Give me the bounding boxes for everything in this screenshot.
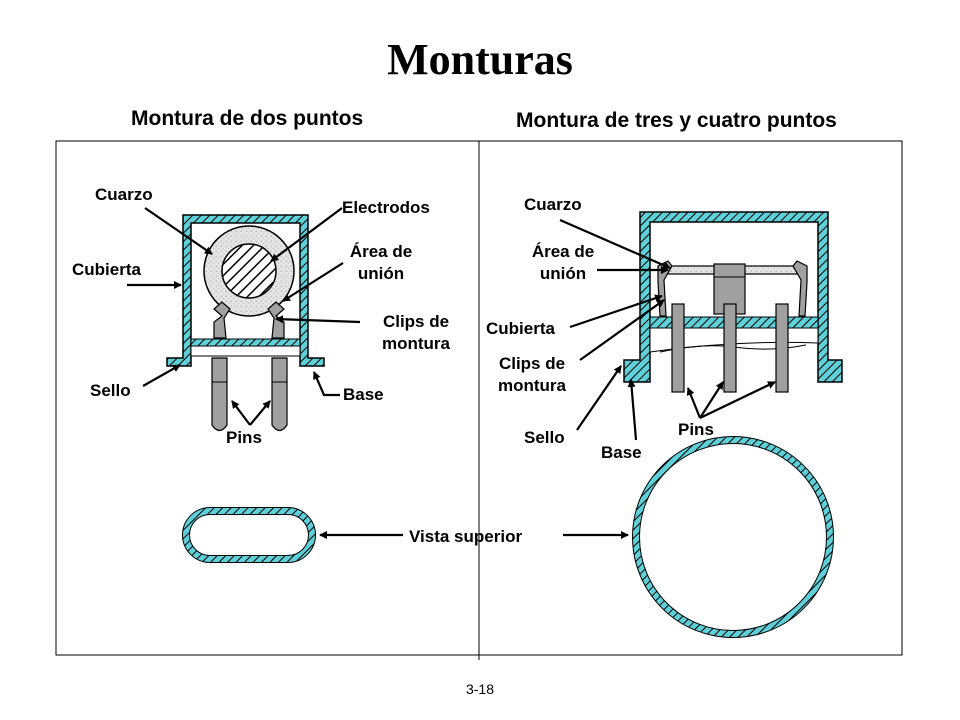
pin-left-a — [211, 357, 228, 432]
page-number: 3-18 — [465, 681, 495, 697]
pin-right-c — [775, 303, 789, 393]
label-top-view: Vista superior — [409, 527, 523, 546]
label-seal-left: Sello — [90, 381, 131, 400]
label-base-left: Base — [343, 385, 384, 404]
pin-right-b — [723, 303, 737, 393]
top-view-oval — [182, 507, 316, 563]
multi-point-mount-heading: Montura de tres y cuatro puntos — [516, 109, 837, 132]
label-seal-right: Sello — [524, 428, 565, 447]
label-mount-clips-left: Clips de montura — [382, 312, 450, 353]
label-base-right: Base — [601, 443, 642, 462]
label-quartz-right: Cuarzo — [524, 195, 582, 214]
cover-left — [166, 214, 325, 367]
two-point-mount-drawing — [127, 207, 361, 432]
label-pins-left: Pins — [226, 428, 262, 447]
label-electrodes-left: Electrodos — [342, 198, 430, 217]
label-cover-left: Cubierta — [72, 260, 141, 279]
label-bond-area-right: Área de unión — [531, 242, 595, 283]
page-title: Monturas — [387, 35, 573, 84]
label-bond-area-left: Área de unión — [349, 242, 413, 283]
clip-left-a — [213, 301, 231, 339]
pin-left-b — [271, 357, 288, 432]
label-mount-clips-right: Clips de montura — [498, 354, 566, 395]
label-cover-right: Cubierta — [486, 319, 555, 338]
multi-point-mount-drawing — [559, 211, 843, 441]
two-point-mount-heading: Montura de dos puntos — [131, 107, 364, 130]
clip-right-b — [792, 260, 808, 317]
base-left — [190, 338, 301, 347]
cover-right — [623, 211, 843, 383]
label-quartz-left: Cuarzo — [95, 185, 153, 204]
pin-right-a — [671, 303, 685, 393]
electrode-left — [221, 243, 277, 299]
label-pins-right: Pins — [678, 420, 714, 439]
